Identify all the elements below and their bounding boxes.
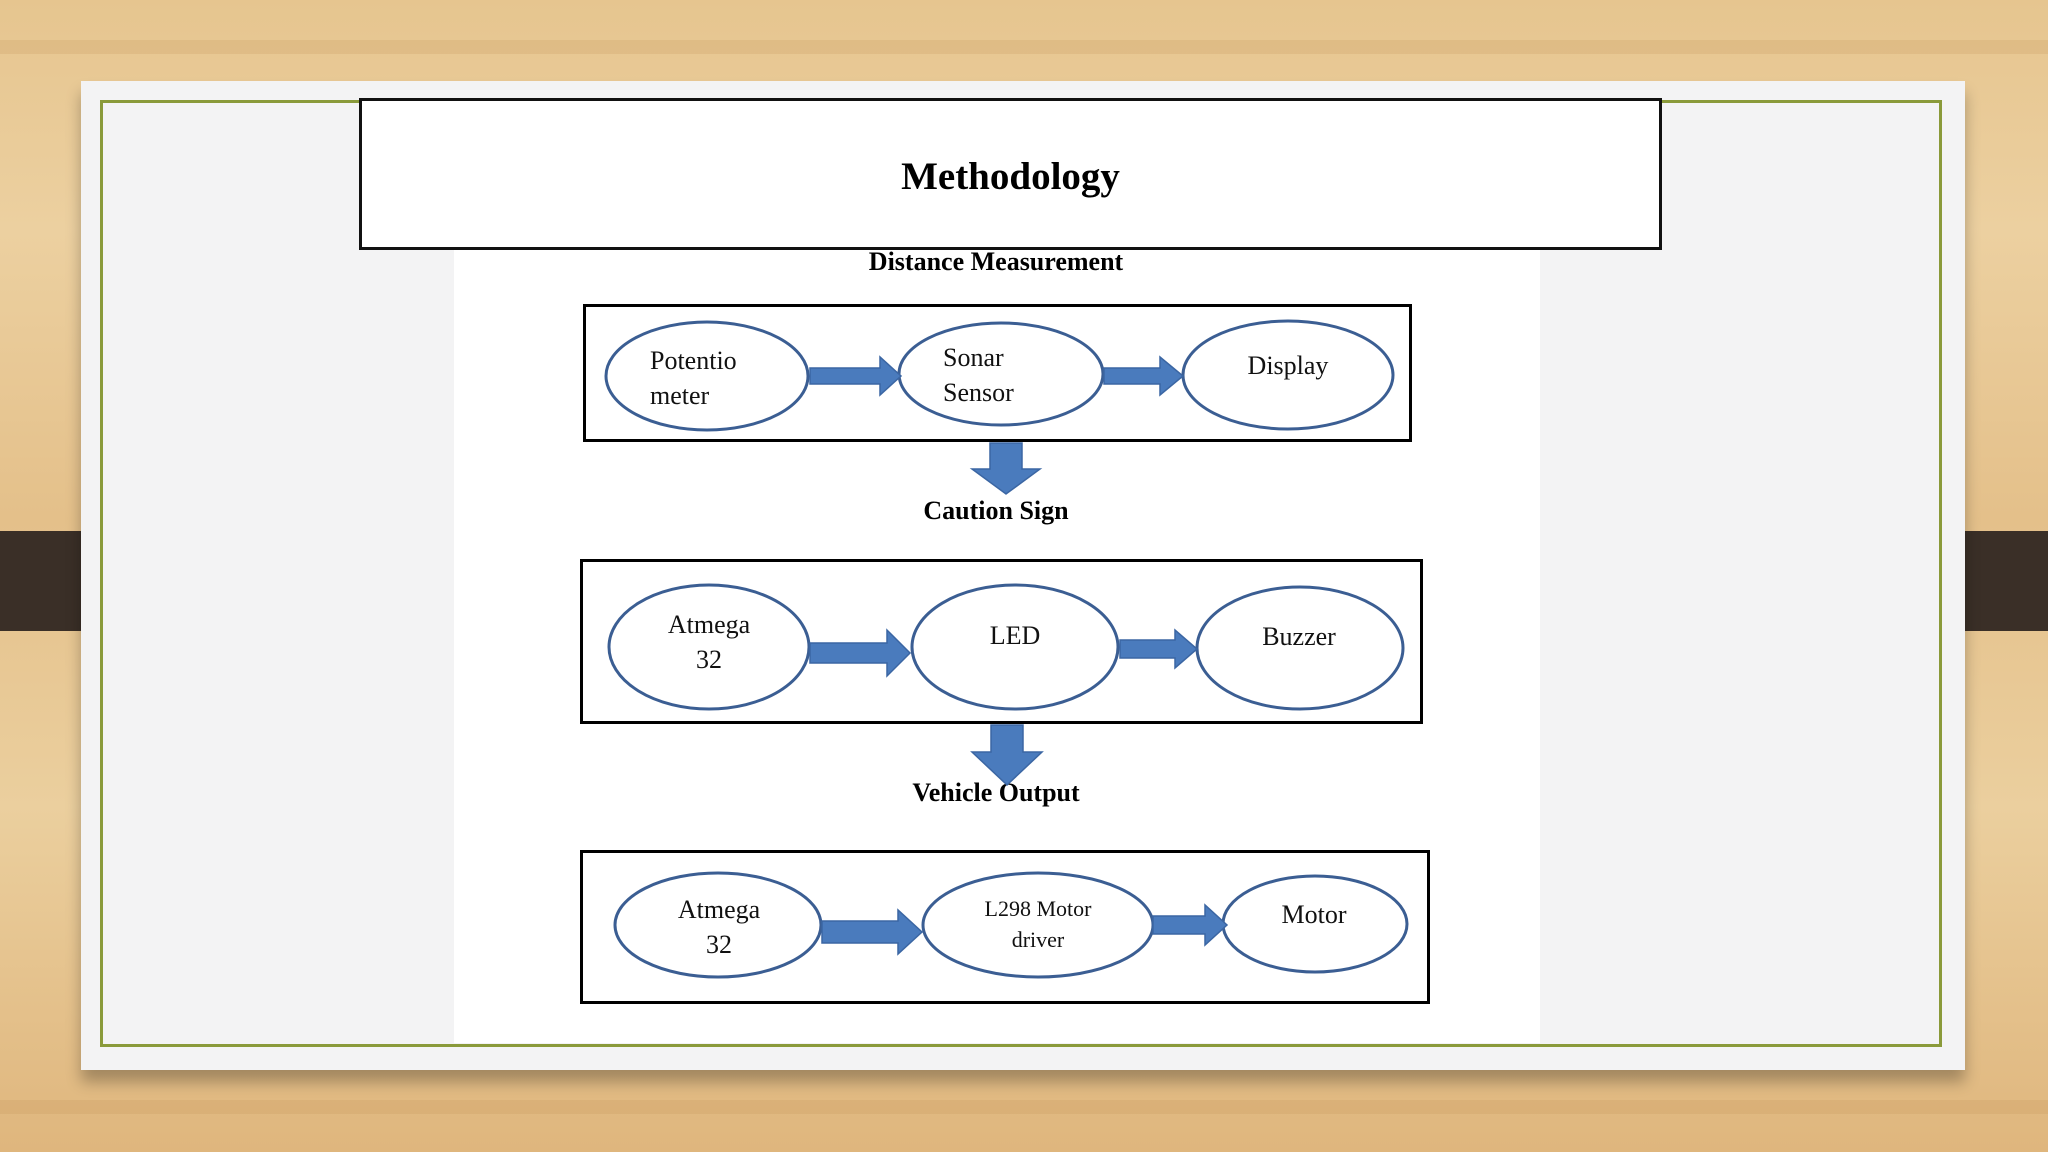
node-label-l298-motor-driver: L298 Motor driver <box>984 896 1092 952</box>
section-label-vehicle-output: Vehicle Output <box>912 778 1080 807</box>
arrow-potentiometer-to-sonar <box>809 355 903 397</box>
arrow-down-to-vehicle-output <box>970 724 1044 787</box>
led-node <box>910 583 1120 711</box>
arrow-led-to-buzzer <box>1119 628 1199 670</box>
arrow-down-to-caution <box>969 442 1043 495</box>
slide-title: Methodology <box>901 154 1120 198</box>
node-label-potentiometer: Potentio meter <box>650 346 737 410</box>
node-label-sonar-sensor: Sonar Sensor <box>943 343 1014 407</box>
node-label-buzzer: Buzzer <box>1262 622 1336 651</box>
arrow-atmega-to-driver <box>821 908 924 956</box>
title-box: Methodology <box>359 98 1662 250</box>
section-label-caution-sign: Caution Sign <box>923 496 1069 525</box>
section-label-distance-measurement: Distance Measurement <box>868 247 1124 276</box>
node-label-atmega32-vehicle: Atmega 32 <box>677 895 761 959</box>
potentiometer-node <box>604 320 810 432</box>
arrow-sonar-to-display <box>1103 355 1185 397</box>
atmega32-caution-node <box>607 583 811 711</box>
node-label-led: LED <box>989 621 1041 650</box>
node-label-atmega32-caution: Atmega 32 <box>667 610 751 674</box>
node-label-display: Display <box>1247 351 1329 380</box>
arrow-atmega-to-led <box>809 628 912 678</box>
arrow-driver-to-motor <box>1152 903 1229 947</box>
buzzer-node <box>1195 585 1405 711</box>
atmega32-vehicle-node <box>613 871 823 979</box>
node-label-motor: Motor <box>1281 900 1347 929</box>
display-node <box>1181 319 1395 431</box>
